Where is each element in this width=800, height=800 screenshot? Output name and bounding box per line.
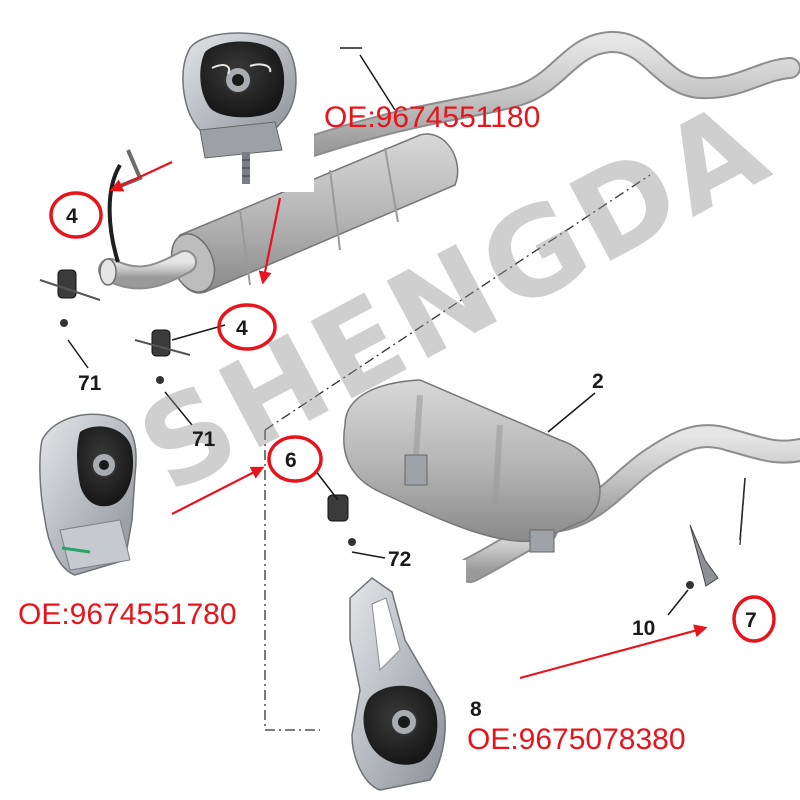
arrow-to-upper-4 [109, 161, 173, 192]
part-label-71-b: 71 [192, 428, 216, 451]
callout-circle-4-upper [49, 191, 103, 239]
red-arrows [109, 161, 708, 680]
arrow-to-6 [171, 466, 265, 515]
front-exhaust-assembly [98, 31, 800, 294]
callout-number-4-lower: 4 [236, 317, 248, 340]
oe-number-top: OE:9674551180 [324, 101, 540, 134]
part-label-10: 10 [632, 617, 655, 640]
rear-exhaust-assembly [343, 379, 800, 583]
rear-muffler [343, 379, 601, 543]
arrow-to-7 [519, 624, 708, 680]
reference-lines [264, 174, 746, 731]
product-photo-left [39, 413, 137, 576]
arrow-to-lower-4 [258, 197, 282, 285]
product-photo-top [172, 22, 314, 192]
part-label-8: 8 [470, 698, 482, 721]
part-label-72: 72 [388, 548, 411, 571]
callout-circle-4-lower [217, 303, 277, 351]
callout-circle-7 [732, 595, 776, 643]
oe-number-left: OE:9674551780 [18, 598, 237, 631]
callout-number-6: 6 [285, 449, 297, 472]
callout-number-4-upper: 4 [66, 205, 78, 228]
product-photo-bottom [330, 560, 466, 800]
part-label-71-a: 71 [78, 372, 102, 395]
callout-number-7: 7 [745, 609, 757, 632]
part-label-2: 2 [592, 370, 604, 393]
callout-circle-6 [267, 435, 323, 483]
oe-number-bottom: OE:9675078380 [467, 723, 686, 756]
hanger-blocks [39, 269, 719, 589]
leader-lines [67, 47, 746, 616]
callout-circles [49, 191, 776, 643]
